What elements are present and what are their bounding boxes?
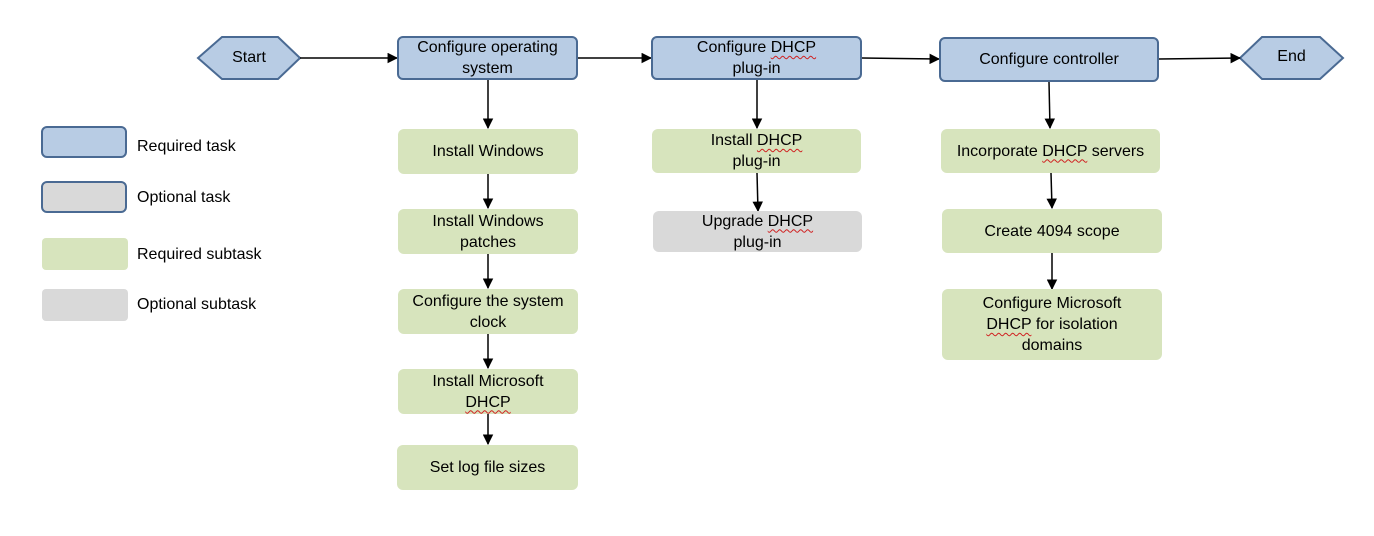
subtask-upgrade-dhcp-plugin-line1: Upgrade DHCP <box>702 211 813 232</box>
subtask-install-dhcp-plugin: Install DHCP plug-in <box>652 129 861 173</box>
arrow-dhcp-down-2 <box>752 172 763 213</box>
arrow-controller-down-2 <box>1046 172 1057 210</box>
task-configure-dhcp-plugin-line1: Configure DHCP <box>697 37 816 58</box>
subtask-incorporate-prefix: Incorporate <box>956 142 1043 160</box>
end-hexagon <box>1238 36 1345 80</box>
task-dhcp-prefix: Configure <box>696 39 771 56</box>
subtask-install-dhcp-plugin-line2: plug-in <box>732 153 781 170</box>
arrow-controller-down-1 <box>1044 81 1056 130</box>
arrow-dhcp-to-controller <box>861 53 941 65</box>
subtask-upgrade-prefix: Upgrade <box>701 212 768 230</box>
subtask-install-ms-dhcp-line2: DHCP <box>465 392 510 413</box>
task-configure-controller: Configure controller <box>939 37 1159 82</box>
task-configure-controller-label: Configure controller <box>979 51 1119 68</box>
subtask-install-windows-label: Install Windows <box>432 143 544 160</box>
arrow-controller-to-end <box>1158 52 1242 64</box>
legend-optional-subtask-label: Optional subtask <box>137 296 257 313</box>
task-dhcp-word: DHCP <box>770 39 817 56</box>
legend-required-task-label: Required task <box>137 138 236 155</box>
subtask-incorporate-dhcp-word: DHCP <box>1042 142 1088 160</box>
subtask-isolation-line3: domains <box>1021 337 1083 354</box>
subtask-install-ms-dhcp: Install Microsoft DHCP <box>398 369 578 414</box>
subtask-set-log-sizes: Set log file sizes <box>397 445 578 490</box>
legend-required-task-swatch <box>41 126 127 158</box>
subtask-isolation-dhcp-word: DHCP <box>986 316 1032 333</box>
task-configure-os: Configure operating system <box>397 36 578 80</box>
subtask-incorporate-dhcp-servers: Incorporate DHCP servers <box>941 129 1160 173</box>
task-configure-dhcp-plugin-line2: plug-in <box>732 60 781 77</box>
subtask-upgrade-dhcp-plugin: Upgrade DHCP plug-in <box>653 211 862 252</box>
subtask-install-dhcp-word: DHCP <box>756 132 803 149</box>
end-label: End <box>1277 48 1306 65</box>
subtask-configure-clock-label: Configure the system clock <box>412 292 564 331</box>
subtask-configure-clock: Configure the system clock <box>398 289 578 334</box>
start-label: Start <box>232 49 266 66</box>
subtask-set-log-sizes-label: Set log file sizes <box>429 459 546 476</box>
subtask-install-ms-dhcp-line1: Install Microsoft <box>432 372 544 390</box>
subtask-install-windows: Install Windows <box>398 129 578 174</box>
task-configure-os-label: Configure operating system <box>417 39 558 77</box>
subtask-create-scope-label: Create 4094 scope <box>984 222 1120 240</box>
subtask-isolation-line1: Configure Microsoft <box>982 295 1122 312</box>
subtask-install-windows-patches-label: Install Windows patches <box>432 212 544 251</box>
subtask-install-prefix: Install <box>710 132 757 149</box>
legend-optional-subtask-swatch <box>42 289 128 321</box>
subtask-isolation-suffix: for isolation <box>1031 316 1118 333</box>
subtask-upgrade-dhcp-word: DHCP <box>767 212 814 230</box>
subtask-create-scope: Create 4094 scope <box>942 209 1162 253</box>
subtask-isolation-line2: DHCP for isolation <box>986 314 1117 335</box>
subtask-configure-ms-dhcp-isolation: Configure Microsoft DHCP for isolation d… <box>942 289 1162 360</box>
subtask-install-ms-dhcp-word: DHCP <box>465 393 511 411</box>
legend-optional-task-swatch <box>41 181 127 213</box>
subtask-incorporate-suffix: servers <box>1087 142 1145 160</box>
subtask-upgrade-dhcp-plugin-line2: plug-in <box>733 233 782 251</box>
subtask-install-windows-patches: Install Windows patches <box>398 209 578 254</box>
task-configure-dhcp-plugin: Configure DHCP plug-in <box>651 36 862 80</box>
legend-required-subtask-swatch <box>42 238 128 270</box>
legend-optional-task-label: Optional task <box>137 189 231 206</box>
subtask-install-dhcp-plugin-line1: Install DHCP <box>711 130 803 151</box>
subtask-incorporate-label: Incorporate DHCP servers <box>957 141 1144 162</box>
legend-required-subtask-label: Required subtask <box>137 246 262 263</box>
